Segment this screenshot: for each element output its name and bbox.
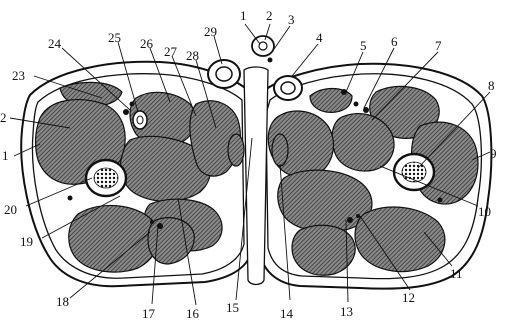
vessel-dot-right-6 xyxy=(438,198,443,203)
callout-c18: 18 xyxy=(56,294,69,309)
spermatic-cord-left-inner xyxy=(216,67,232,81)
femur-marrow-left xyxy=(94,168,118,188)
vessel-dot-right-4 xyxy=(347,217,353,223)
dorsal-vessel xyxy=(268,58,273,63)
vessel-dot-left-1 xyxy=(123,109,129,115)
callout-c2a: 2 xyxy=(266,8,273,23)
leader-c3 xyxy=(272,26,290,52)
callout-c4: 4 xyxy=(316,30,323,45)
callout-c1a: 1 xyxy=(240,8,247,23)
callout-c2b: 2 xyxy=(0,110,7,125)
callout-c12: 12 xyxy=(402,290,415,305)
left-thigh-section xyxy=(21,62,252,286)
femur-marrow-right xyxy=(402,162,426,182)
callout-c10: 10 xyxy=(478,204,491,219)
vessel-dot-left-2 xyxy=(130,102,135,107)
callout-c14: 14 xyxy=(280,306,294,321)
callout-c3: 3 xyxy=(288,12,295,27)
callout-c16: 16 xyxy=(186,306,200,321)
callout-c27: 27 xyxy=(164,44,178,59)
vessel-dot-left-3 xyxy=(68,196,73,201)
callout-c24: 24 xyxy=(48,36,62,51)
callout-c1b: 1 xyxy=(2,148,9,163)
muscle-biceps-femoris-right xyxy=(355,207,445,272)
callout-c6: 6 xyxy=(391,34,398,49)
median-septum xyxy=(244,67,268,285)
muscle-semimembranosus-right xyxy=(292,225,355,275)
gracilis-right xyxy=(272,134,288,166)
vessel-dot-left-5 xyxy=(150,220,154,224)
callout-c26: 26 xyxy=(140,36,154,51)
callout-c25: 25 xyxy=(108,30,121,45)
callout-c29: 29 xyxy=(204,24,217,39)
callout-c17: 17 xyxy=(142,306,156,321)
callout-c23: 23 xyxy=(12,68,25,83)
callout-c19: 19 xyxy=(20,234,33,249)
callout-c7: 7 xyxy=(435,38,442,53)
callout-c11: 11 xyxy=(450,266,463,281)
gracilis-left xyxy=(228,134,244,166)
urethra-lumen xyxy=(259,42,267,50)
callout-c9: 9 xyxy=(490,146,497,161)
vessel-dot-right-5 xyxy=(356,214,360,218)
callout-c13: 13 xyxy=(340,304,353,319)
callout-c20: 20 xyxy=(4,202,17,217)
leader-c29 xyxy=(214,36,222,64)
callout-c28: 28 xyxy=(186,48,199,63)
callout-c5: 5 xyxy=(360,38,367,53)
femoral-vessel-left-b xyxy=(137,116,143,124)
callout-c15: 15 xyxy=(226,300,239,315)
callout-c8: 8 xyxy=(488,78,495,93)
spermatic-cord-right-inner xyxy=(281,82,295,94)
vessel-dot-right-2 xyxy=(354,102,359,107)
